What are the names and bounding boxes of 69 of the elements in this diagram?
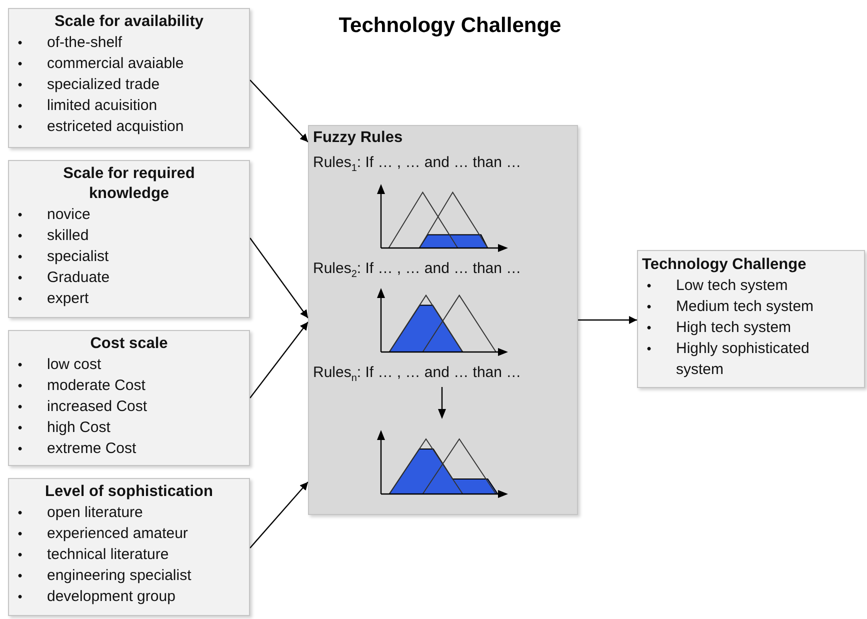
rule-text: Rules$_{n}$: If … , … and … than … xyxy=(313,364,522,384)
list-card xyxy=(8,160,250,318)
list-item: specialist xyxy=(47,247,109,268)
bullet-marker: • xyxy=(16,55,24,74)
arrow xyxy=(578,316,637,324)
bullet-marker: • xyxy=(16,504,24,522)
list-item: skilled xyxy=(47,226,89,246)
list-item: Highly sophisticated system xyxy=(676,339,810,380)
list-item: Graduate xyxy=(47,268,110,288)
bullet-marker: • xyxy=(646,340,652,358)
list-card xyxy=(8,330,250,466)
list-item: experienced amateur xyxy=(47,524,188,544)
list-item: technical literature xyxy=(47,545,169,566)
bullet-marker: • xyxy=(16,356,24,374)
list-card xyxy=(8,8,250,148)
bullet-marker: • xyxy=(16,34,24,52)
list-item: extreme Cost xyxy=(47,439,136,460)
list-item: engineering specialist xyxy=(47,566,192,586)
list-card xyxy=(8,478,250,616)
list-item: specialized trade xyxy=(47,75,160,96)
bullet-marker: • xyxy=(646,277,652,296)
box-heading: Scale for required knowledge xyxy=(62,164,196,204)
list-item: novice xyxy=(47,205,90,226)
arrow xyxy=(250,482,308,548)
list-item: moderate Cost xyxy=(47,376,146,396)
bullet-marker: • xyxy=(16,206,24,224)
bullet-marker: • xyxy=(16,97,24,116)
list-item: expert xyxy=(47,289,89,310)
bullet-marker: • xyxy=(16,588,24,606)
box-heading: Cost scale xyxy=(89,334,169,354)
list-card xyxy=(637,250,865,388)
box-heading: Technology Challenge xyxy=(641,255,808,275)
list-item: low cost xyxy=(47,355,102,376)
bullet-marker: • xyxy=(16,440,24,458)
arrow xyxy=(250,322,308,398)
bullet-marker: • xyxy=(16,546,24,564)
rule-text: Rules$_{2}$: If … , … and … than … xyxy=(313,260,522,280)
list-item: Medium tech system xyxy=(676,297,814,318)
bullet-marker: • xyxy=(16,567,24,586)
bullet-marker: • xyxy=(16,227,24,246)
bullet-marker: • xyxy=(16,118,24,136)
list-item: increased Cost xyxy=(47,397,148,418)
diagram-title: Technology Challenge xyxy=(338,14,562,38)
bullet-marker: • xyxy=(16,269,24,288)
list-item: high Cost xyxy=(47,418,110,438)
bullet-marker: • xyxy=(16,377,24,396)
list-item: of-the-shelf xyxy=(47,33,122,54)
arrow xyxy=(250,238,308,318)
arrow xyxy=(250,80,308,142)
list-item: open literature xyxy=(47,503,143,524)
list-item: Low tech system xyxy=(676,276,788,296)
bullet-marker: • xyxy=(16,398,24,416)
box-heading: Level of sophistication xyxy=(44,482,214,502)
bullet-marker: • xyxy=(16,525,24,544)
bullet-marker: • xyxy=(646,319,652,338)
list-item: High tech system xyxy=(676,318,792,338)
box-heading: Fuzzy Rules xyxy=(312,128,403,148)
bullet-marker: • xyxy=(16,248,24,266)
list-item: development group xyxy=(47,587,176,608)
list-item: limited acuisition xyxy=(47,96,158,116)
box-heading: Scale for availability xyxy=(53,12,205,32)
rule-text: Rules$_{1}$: If … , … and … than … xyxy=(313,154,522,174)
bullet-marker: • xyxy=(646,298,652,316)
bullet-marker: • xyxy=(16,419,24,438)
rules-panel xyxy=(308,125,578,515)
bullet-marker: • xyxy=(16,76,24,94)
list-item: commercial avaiable xyxy=(47,54,184,74)
bullet-marker: • xyxy=(16,290,24,308)
list-item: estriceted acquistion xyxy=(47,117,184,138)
